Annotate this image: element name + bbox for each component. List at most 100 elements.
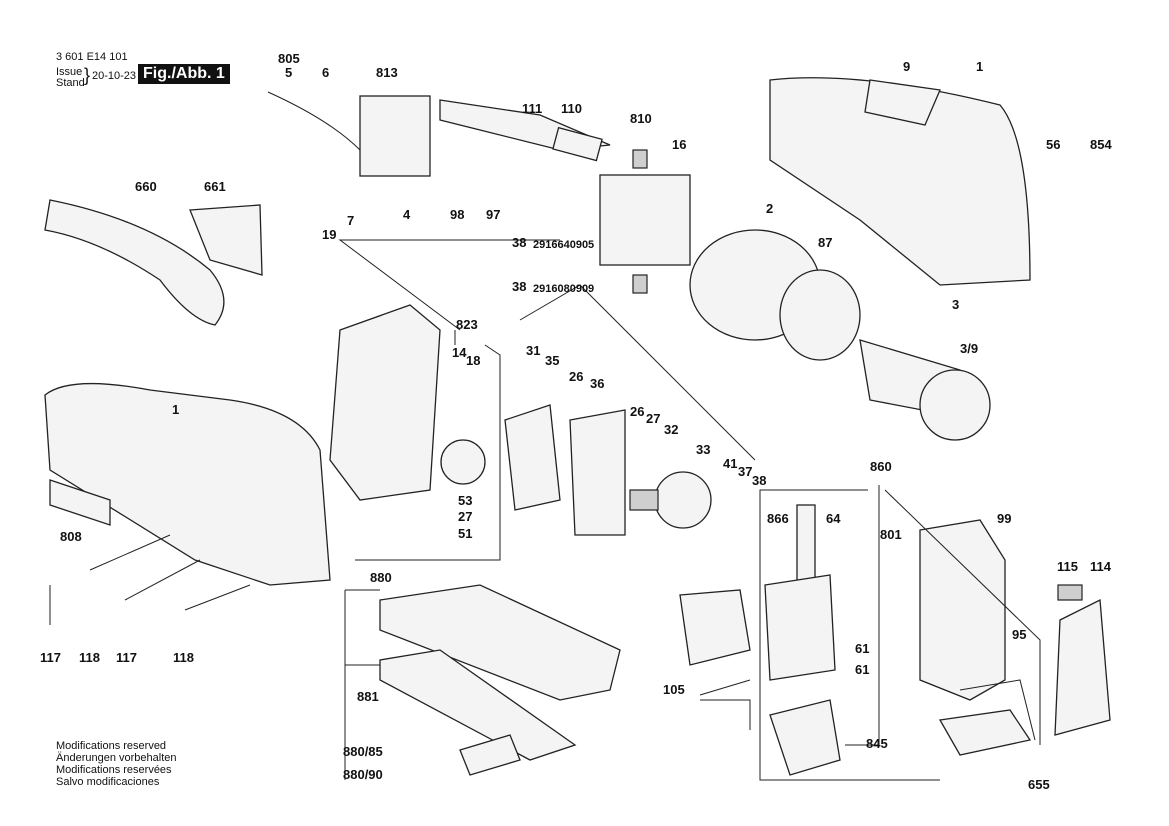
leader-860	[759, 485, 1041, 781]
stand-label: Stand	[56, 77, 85, 89]
part-label: 37	[738, 464, 753, 479]
sole-881	[379, 649, 577, 761]
part-label: 105	[663, 682, 685, 697]
roller-lever	[679, 589, 751, 666]
part-label: 881	[357, 689, 379, 704]
part-label: 38	[752, 473, 767, 488]
guide-36	[569, 409, 626, 536]
part-label: 808	[60, 529, 82, 544]
leader-880	[344, 589, 380, 780]
part-label: 56	[1046, 137, 1061, 152]
label-808	[49, 479, 111, 526]
part-label: 7	[347, 213, 355, 228]
housing-half-left	[44, 382, 331, 586]
screw-118	[89, 534, 171, 571]
baffle-87	[779, 269, 861, 361]
part-label: 1	[172, 402, 180, 417]
footer-line: Salvo modificaciones	[56, 776, 160, 788]
part-label: 118	[173, 650, 194, 665]
issue-date: 20-10-23	[92, 70, 137, 82]
part-label: 26	[569, 369, 584, 384]
bracket-95	[959, 679, 1036, 741]
part-label: 41	[723, 456, 738, 471]
part-label: 9	[903, 59, 911, 74]
part-label: 845	[866, 736, 888, 751]
document-number: 3 601 E14 101	[56, 51, 128, 63]
part-label: 64	[826, 511, 841, 526]
part-label: 14	[452, 345, 467, 360]
part-label: 117	[40, 650, 61, 665]
part-label: 16	[672, 137, 687, 152]
part-number: 2916640905	[533, 239, 595, 251]
part-label: 38	[512, 279, 527, 294]
part-label: 35	[545, 353, 560, 368]
cover-114	[1054, 598, 1111, 736]
leader-38	[519, 284, 756, 461]
carbon-brush-810-b	[632, 274, 648, 294]
part-label: 97	[486, 207, 501, 222]
part-label: 32	[664, 422, 679, 437]
part-number: 2916080909	[533, 283, 595, 295]
part-label: 61	[855, 662, 870, 677]
clamp-880-85	[459, 734, 521, 776]
part-label: 87	[818, 235, 833, 250]
brush-holder-16	[599, 174, 691, 266]
fan	[919, 369, 991, 441]
part-label: 660	[135, 179, 157, 194]
leader-105	[699, 679, 751, 730]
gear-33	[654, 471, 712, 529]
part-label: 18	[466, 353, 481, 368]
carbon-brush-810	[632, 149, 648, 169]
footer-line: Änderungen vorbehalten	[56, 752, 177, 764]
part-label: 98	[450, 207, 465, 222]
footer-notice: Modifications reserved Änderungen vorbeh…	[56, 740, 176, 788]
part-label: 36	[590, 376, 605, 391]
plate-31	[504, 404, 561, 511]
part-label: 813	[376, 65, 398, 80]
part-label: 805	[278, 51, 300, 66]
part-label: 38	[512, 235, 527, 250]
bearing-14	[440, 439, 486, 485]
part-label: 51	[458, 526, 473, 541]
part-label: 111	[522, 101, 543, 116]
issue-label: Issue	[56, 66, 83, 78]
part-label: 866	[767, 511, 789, 526]
label-9	[864, 79, 941, 126]
part-label: 117	[116, 650, 137, 665]
part-label: 6	[322, 65, 330, 80]
plate-110	[552, 126, 603, 162]
part-label: 26	[630, 404, 645, 419]
part-label: 860	[870, 459, 892, 474]
housing-half-right	[769, 77, 1031, 286]
part-label: 53	[458, 493, 473, 508]
part-label: 854	[1090, 137, 1112, 152]
part-label: 95	[1012, 627, 1027, 642]
screw-118-b	[184, 584, 251, 611]
part-label: 99	[997, 511, 1012, 526]
button-115	[1057, 584, 1083, 601]
extraction-nozzle-660	[44, 199, 225, 326]
gear-housing-823	[329, 304, 441, 501]
brace: }	[84, 65, 91, 85]
part-label: 1	[976, 59, 984, 74]
part-label: 823	[456, 317, 478, 332]
part-label: 810	[630, 111, 652, 126]
part-label: 880/85	[343, 744, 383, 759]
footer-line: Modifications reserved	[56, 740, 167, 752]
part-label: 3/9	[960, 341, 979, 356]
support-roller-845	[769, 699, 841, 776]
part-label: 655	[1028, 777, 1050, 792]
part-label: 114	[1090, 559, 1111, 574]
leader-823	[338, 239, 560, 561]
part-label: 33	[696, 442, 711, 457]
part-label: 4	[403, 207, 411, 222]
figure-label: Fig./Abb. 1	[138, 64, 230, 84]
part-label: 115	[1057, 559, 1078, 574]
part-label: 880/90	[343, 767, 383, 782]
part-label: 27	[646, 411, 661, 426]
part-label: 19	[322, 227, 337, 242]
part-label: 3	[952, 297, 960, 312]
switch-813	[359, 95, 431, 177]
front-housing-801	[919, 519, 1006, 701]
